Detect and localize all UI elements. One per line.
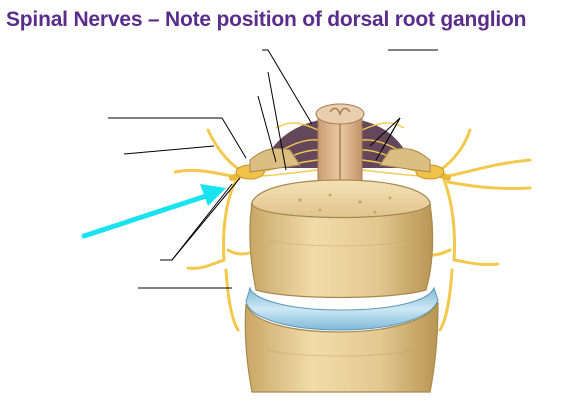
leader-line-3 (257, 95, 277, 163)
leader-line-6 (381, 117, 401, 151)
leader-line-1 (262, 49, 313, 125)
leader-line-2 (267, 71, 287, 171)
vertebral-arch (249, 147, 431, 173)
leader-line-9 (123, 145, 215, 155)
slide-title: Spinal Nerves – Note position of dorsal … (6, 8, 527, 31)
intervertebral-disc (245, 286, 439, 331)
upper-vertebral-body (249, 201, 434, 299)
lower-nerve-branches (186, 248, 500, 332)
leader-line-10 (160, 177, 241, 261)
spinal-cord (315, 103, 365, 195)
vertebral-body-top (250, 179, 431, 223)
leader-line-7 (369, 117, 401, 147)
pointer-arrow-icon (81, 184, 226, 239)
leader-line-8 (108, 117, 247, 159)
leader-line-11 (171, 183, 233, 261)
leader-lines (108, 49, 438, 289)
lower-vertebral-body (244, 301, 439, 393)
upper-nerve-branches (173, 128, 532, 262)
